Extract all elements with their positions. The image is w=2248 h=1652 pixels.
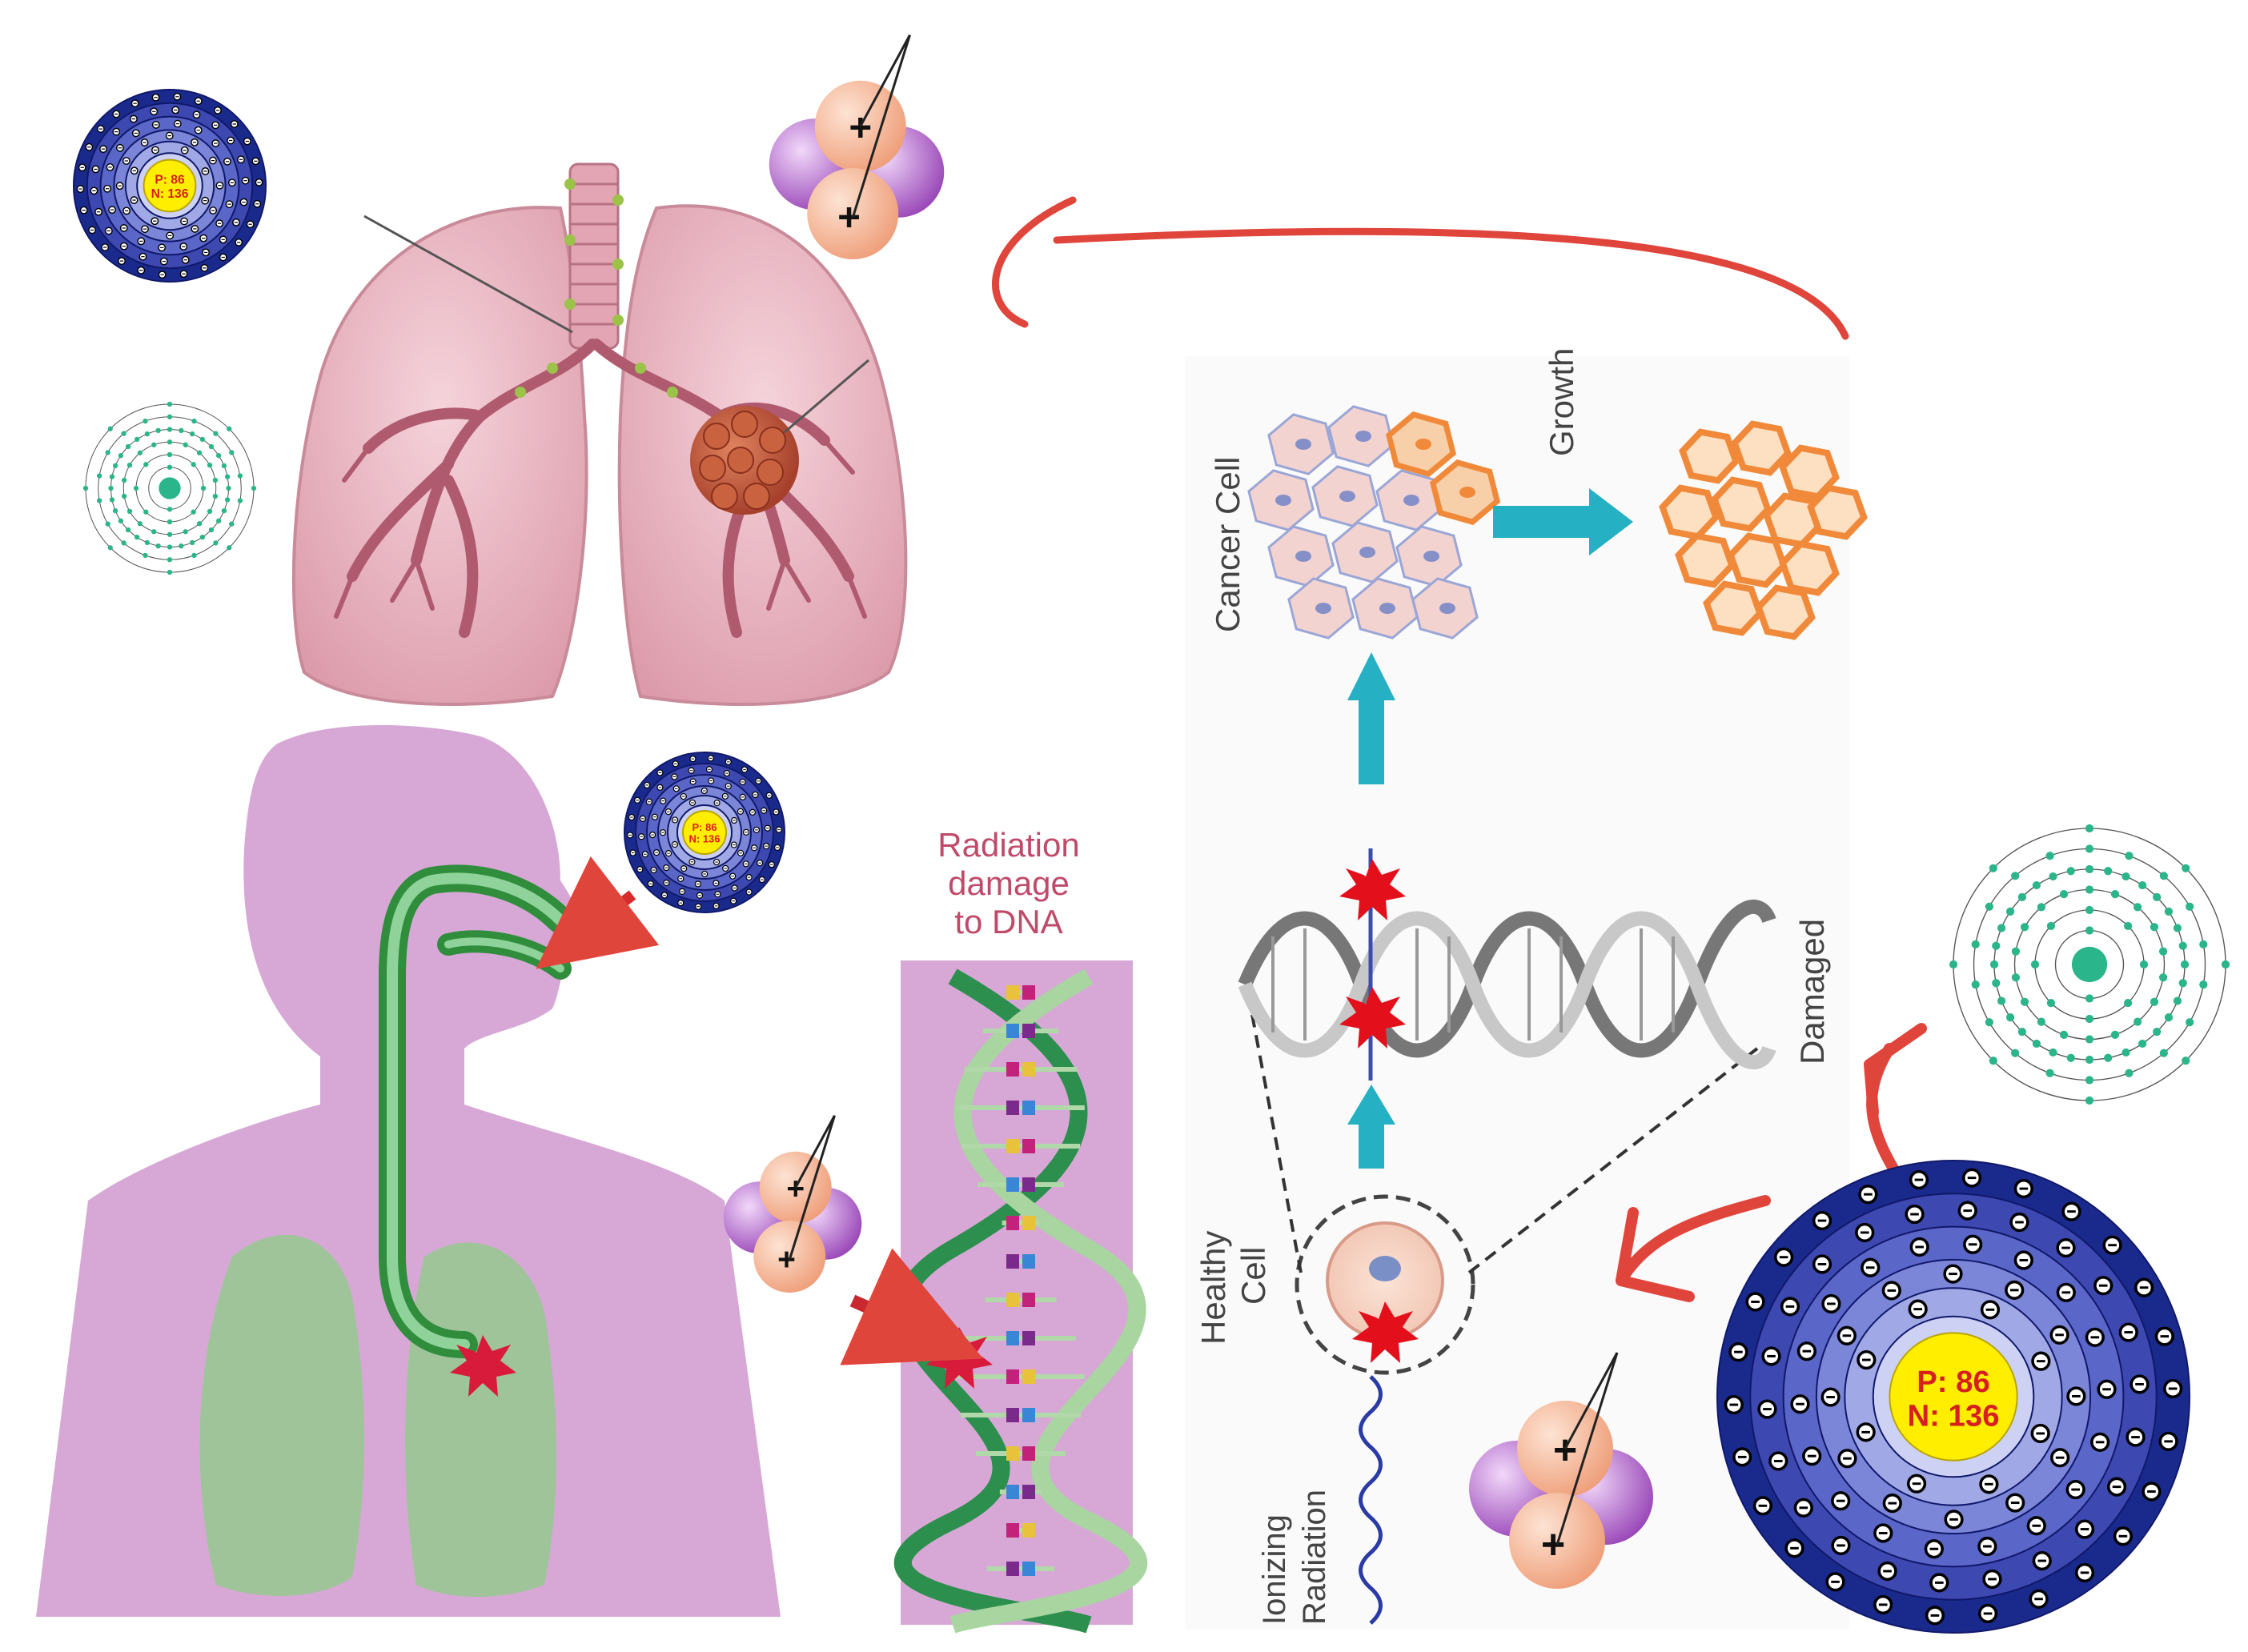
dna-base [1006,1331,1019,1345]
lungs-with-tumor-icon [294,164,906,704]
dna-base [1022,985,1035,1000]
growth-label: Growth [1543,348,1580,456]
dna-base [1006,1254,1019,1269]
tumor-cell [1759,588,1812,637]
dna-base [1006,985,1019,1000]
return-arrow-top [996,200,1845,336]
tumor-mass [690,406,799,515]
cell-nucleus [1355,431,1371,442]
cell-nucleus [1403,495,1419,506]
proton-count-label: P: 86 [692,821,717,833]
cell-nucleus [1295,439,1311,450]
dna-base [1006,1139,1019,1153]
dna-base [1006,1408,1019,1422]
alpha-particle-icon: ++ [724,1116,862,1293]
dna-base [1022,1485,1035,1499]
damaged-label: Damaged [1793,919,1831,1065]
neutron-count-label: N: 136 [1907,1398,1999,1433]
tumor-cell [1683,432,1736,481]
dna-base [1022,1177,1035,1192]
dna-panel-caption-line-1: Radiation [937,826,1079,864]
dna-base [1006,1024,1019,1038]
ionizing-radiation-label-line-1: Ionizing [1257,1514,1292,1625]
dna-base [1006,1369,1019,1384]
dna-base [1022,1408,1035,1422]
dna-base [1022,1101,1035,1115]
dna-base [1022,1139,1035,1153]
healthy-cell-label-line-1: Healthy [1194,1231,1232,1345]
dna-base [1022,1523,1035,1538]
radon-atom-icon: P: 86N: 136 [1717,1161,2190,1633]
dna-base [1006,1101,1019,1115]
tumor-cell [1707,584,1760,633]
ionizing-radiation-label-line-2: Radiation [1297,1490,1332,1625]
dna-base [1006,1293,1019,1307]
alpha-particle-icon: ++ [769,35,945,259]
cell-nucleus [1439,603,1455,614]
cell-nucleus [1423,551,1439,562]
radon-atom-icon: P: 86N: 136 [624,752,785,912]
dna-damage-panel: Radiation damage to DNA [853,826,1138,1625]
neutron-count-label: N: 136 [688,832,720,844]
red-arrow-to-damaged [1869,1028,1921,1169]
bohr-atom-icon [83,402,256,575]
cell-nucleus [1415,439,1431,450]
cell-nucleus [1459,487,1475,498]
cancer-cell-label: Cancer Cell [1209,457,1246,632]
dna-base [1006,1062,1019,1077]
dna-base [1006,1177,1019,1192]
dna-base [1022,1293,1035,1307]
dna-base [1022,1254,1035,1269]
dna-base [1006,1446,1019,1461]
dna-base [1022,1062,1035,1077]
dna-base [1022,1562,1035,1576]
tumor-cell [1811,488,1865,537]
dna-panel-caption-line-3: to DNA [954,903,1062,940]
radon-atom-icon: P: 86N: 136 [74,90,266,282]
dna-base [1006,1216,1019,1230]
proton-count-label: P: 86 [1917,1365,1990,1399]
proton-count-label: P: 86 [155,174,185,187]
tumor-cell [1783,544,1837,593]
dna-base [1022,1024,1035,1038]
cell-nucleus [1315,603,1331,614]
neutron-count-label: N: 136 [151,187,189,201]
dna-base [1006,1523,1019,1538]
dna-base [1022,1446,1035,1461]
tumor-cell [1715,480,1768,529]
cell-nucleus [1379,603,1395,614]
healthy-cell-label-line-2: Cell [1234,1247,1272,1305]
cell-nucleus [1339,491,1355,502]
cell-nucleus [1295,551,1311,562]
dna-base [1022,1331,1035,1345]
dna-base [1022,1216,1035,1230]
bohr-atom-icon [1949,824,2230,1105]
tumor-cell [1735,424,1788,473]
dna-panel-caption-line-2: damage [948,864,1070,902]
dna-base [1006,1485,1019,1499]
cell-nucleus [1359,547,1375,558]
cell-nucleus [1275,495,1291,506]
dna-base [1022,1369,1035,1384]
tumor-cell [1663,488,1716,537]
tumor-cell [1679,536,1732,585]
dna-base [1006,1562,1019,1576]
tumor-cell [1731,536,1784,585]
